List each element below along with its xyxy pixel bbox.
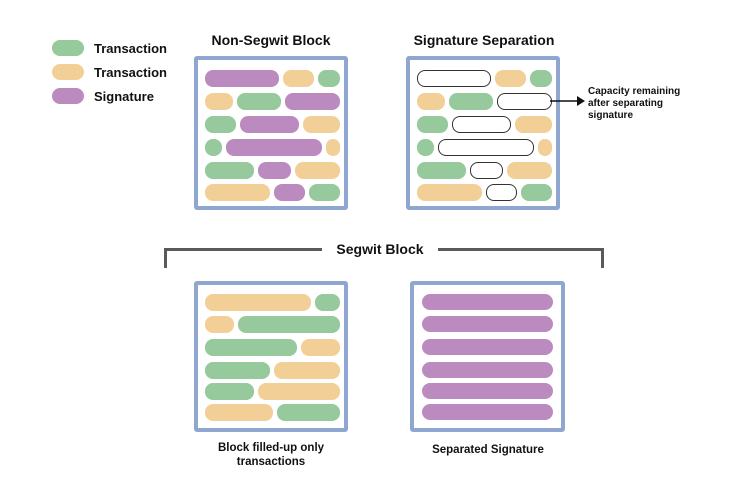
empty-capacity-segment: [452, 116, 511, 133]
signature-segment: [240, 116, 299, 133]
segwit-bracket-left-line: [164, 248, 322, 251]
transaction-segment: [205, 316, 234, 333]
transaction-segment: [315, 294, 340, 311]
signature-segment: [422, 362, 553, 378]
segwit-bracket-right-line: [438, 248, 604, 251]
transaction-segment: [417, 139, 434, 156]
transaction-segment: [205, 93, 233, 110]
transaction-segment: [417, 93, 445, 110]
arrow-right-icon: [550, 96, 585, 106]
legend-label: Transaction: [94, 64, 167, 80]
signature-segment: [285, 93, 340, 110]
transaction-segment: [205, 339, 297, 356]
transaction-segment: [309, 184, 340, 201]
orange-transaction-swatch-icon: [52, 64, 84, 80]
transaction-segment: [530, 70, 552, 87]
signature-segment: [422, 316, 553, 332]
transaction-segment: [521, 184, 552, 201]
green-transaction-swatch-icon: [52, 40, 84, 56]
empty-capacity-segment: [438, 139, 534, 156]
legend-label: Signature: [94, 88, 154, 104]
signature-segment: [274, 184, 305, 201]
transaction-segment: [205, 184, 270, 201]
segwit-bracket-right-tick: [601, 248, 604, 268]
signature-separation-block: [406, 56, 560, 210]
legend-item-transaction-orange: Transaction: [52, 62, 167, 82]
transaction-segment: [449, 93, 493, 110]
transaction-segment: [417, 184, 482, 201]
signature-separation-heading: Signature Separation: [413, 32, 555, 48]
empty-capacity-segment: [470, 162, 503, 179]
segwit-transactions-block: [194, 281, 348, 432]
transaction-segment: [205, 139, 222, 156]
capacity-annotation-line: after separating: [588, 98, 664, 109]
transaction-segment: [238, 316, 340, 333]
transaction-segment: [507, 162, 552, 179]
capacity-annotation: Capacity remaining after separating sign…: [588, 86, 708, 122]
transaction-segment: [205, 404, 273, 421]
empty-capacity-segment: [486, 184, 517, 201]
transaction-segment: [274, 362, 340, 379]
segwit-bracket-left-tick: [164, 248, 167, 268]
signature-segment: [422, 294, 553, 310]
signature-segment: [422, 404, 553, 420]
transaction-segment: [495, 70, 526, 87]
transaction-segment: [303, 116, 340, 133]
transaction-segment: [205, 294, 311, 311]
transaction-segment: [301, 339, 340, 356]
legend-label: Transaction: [94, 40, 167, 56]
purple-signature-swatch-icon: [52, 88, 84, 104]
legend-item-signature: Signature: [52, 86, 154, 106]
transaction-segment: [205, 162, 254, 179]
signature-segment: [205, 70, 279, 87]
legend-item-transaction-green: Transaction: [52, 38, 167, 58]
transaction-segment: [538, 139, 552, 156]
transaction-segment: [277, 404, 340, 421]
transaction-segment: [318, 70, 340, 87]
transaction-segment: [295, 162, 340, 179]
transaction-segment: [326, 139, 340, 156]
transaction-segment: [237, 93, 281, 110]
signature-segment: [422, 339, 553, 355]
transaction-segment: [515, 116, 552, 133]
transaction-segment: [205, 116, 236, 133]
signature-segment: [258, 162, 291, 179]
segwit-heading: Segwit Block: [336, 241, 424, 257]
signature-segment: [422, 383, 553, 399]
caption-line: Block filled-up only: [217, 442, 325, 454]
transaction-segment: [205, 383, 254, 400]
separated-signature-caption: Separated Signature: [432, 444, 544, 456]
caption-line: transactions: [236, 456, 306, 468]
empty-capacity-segment: [417, 70, 491, 87]
capacity-annotation-line: signature: [588, 110, 634, 121]
non-segwit-block: [194, 56, 348, 210]
transaction-segment: [283, 70, 314, 87]
transaction-segment: [205, 362, 270, 379]
transaction-segment: [258, 383, 340, 400]
non-segwit-heading: Non-Segwit Block: [211, 32, 331, 48]
signature-segment: [226, 139, 322, 156]
transaction-segment: [417, 116, 448, 133]
capacity-annotation-line: Capacity remaining: [588, 86, 681, 97]
empty-capacity-segment: [497, 93, 552, 110]
transaction-segment: [417, 162, 466, 179]
filled-block-caption: Block filled-up only transactions: [180, 441, 362, 469]
separated-signature-block: [410, 281, 565, 432]
